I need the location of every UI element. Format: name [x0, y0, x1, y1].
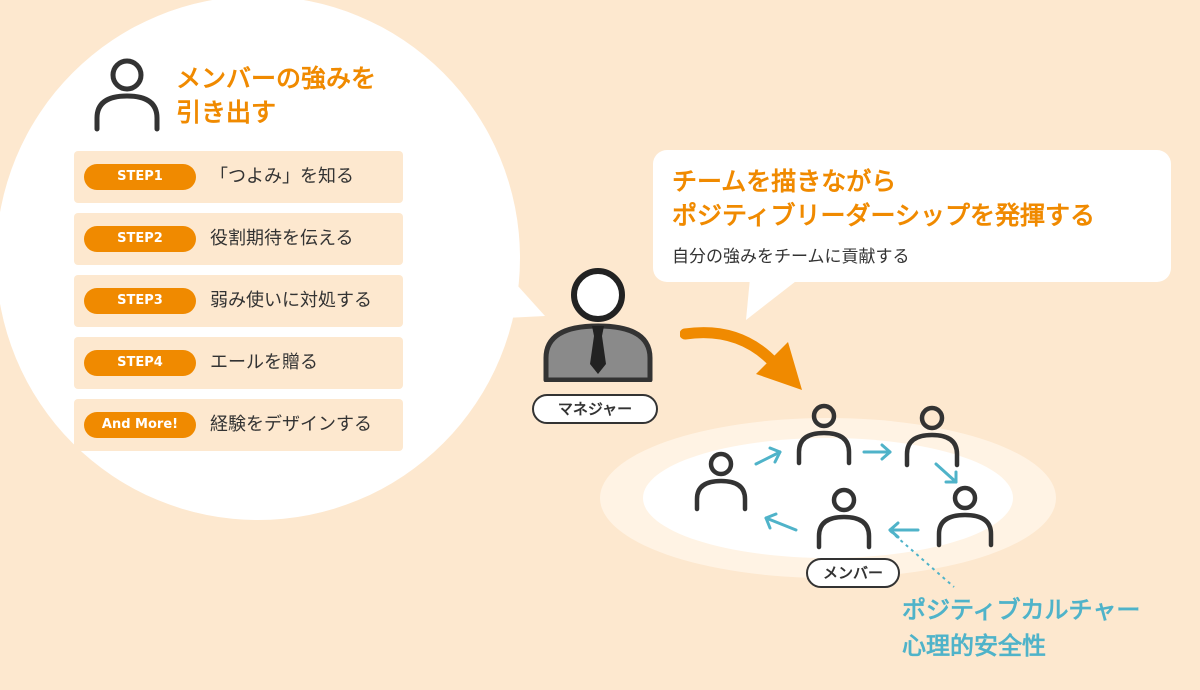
person-icon [796, 403, 852, 466]
team-subtext: 自分の強みをチームに貢献する [672, 247, 910, 267]
step-row-4: STEP4 エールを贈る [74, 337, 403, 389]
flow-arrow-icon [754, 446, 782, 466]
person-icon [816, 487, 872, 550]
team-heading-line1: チームを描きながら [672, 167, 897, 196]
step-row-2: STEP2 役割期待を伝える [74, 213, 403, 265]
step-text: エールを贈る [210, 352, 318, 373]
members-label: メンバー [806, 558, 900, 588]
person-icon [936, 485, 994, 548]
step-text: 「つよみ」を知る [210, 166, 354, 187]
team-heading: チームを描きながら ポジティブリーダーシップを発揮する [672, 165, 1095, 233]
person-icon [904, 405, 960, 468]
strengths-heading-line2: 引き出す [176, 98, 277, 127]
curved-arrow-icon [680, 327, 802, 390]
step-row-1: STEP1 「つよみ」を知る [74, 151, 403, 203]
step-badge: STEP3 [84, 288, 196, 314]
culture-label: ポジティブカルチャー 心理的安全性 [902, 592, 1140, 664]
culture-line1: ポジティブカルチャー [902, 596, 1141, 624]
person-icon [94, 58, 160, 132]
culture-line2: 心理的安全性 [902, 632, 1046, 660]
flow-arrow-icon [888, 521, 920, 539]
step-text: 経験をデザインする [210, 414, 372, 435]
flow-arrows [754, 443, 958, 539]
strengths-heading: メンバーの強みを 引き出す [176, 62, 376, 130]
manager-label: マネジャー [532, 394, 658, 424]
right-speech-bubble [653, 150, 1171, 320]
dotted-pointer-line [889, 530, 955, 588]
manager-with-tie-icon [543, 268, 653, 382]
flow-arrow-icon [934, 462, 958, 484]
flow-arrow-icon [764, 512, 798, 532]
step-text: 弱み使いに対処する [210, 290, 372, 311]
step-badge: STEP4 [84, 350, 196, 376]
step-badge: And More! [84, 412, 196, 438]
step-badge: STEP2 [84, 226, 196, 252]
flow-arrow-icon [862, 443, 892, 461]
strengths-heading-line1: メンバーの強みを [176, 64, 377, 93]
step-badge: STEP1 [84, 164, 196, 190]
step-row-5: And More! 経験をデザインする [74, 399, 403, 451]
team-heading-line2: ポジティブリーダーシップを発揮する [672, 201, 1096, 230]
person-icon [694, 451, 748, 512]
step-text: 役割期待を伝える [210, 228, 354, 249]
step-row-3: STEP3 弱み使いに対処する [74, 275, 403, 327]
